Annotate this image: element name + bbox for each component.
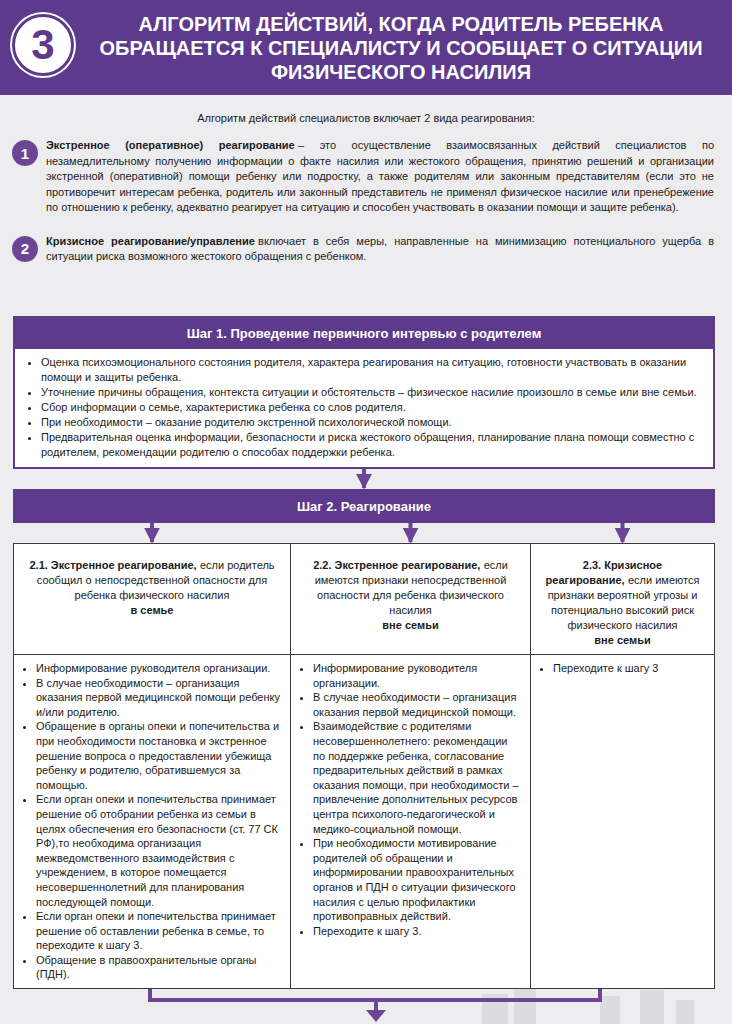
bullet-item: В случае необходимости – организация ока…: [313, 690, 522, 719]
column-scope: в семье: [22, 603, 282, 618]
bullet-item: Взаимодействие с родителями несовершенно…: [313, 719, 522, 836]
bullet-list: Информирование руководителя организации.…: [291, 655, 530, 944]
list-number: 1: [21, 145, 29, 162]
bracket-arrowhead: [366, 1010, 386, 1022]
bullet-item: В случае необходимости – организация ока…: [36, 676, 282, 720]
list-number-circle: 1: [12, 140, 38, 166]
bullet-item: Если орган опеки и попечительства приним…: [36, 792, 282, 909]
bullet-item: Информирование руководителя организации.: [36, 661, 282, 676]
step-heading: Шаг 1. Проведение первичного интервью с …: [15, 318, 713, 349]
bullet-item: Если орган опеки и попечительства приним…: [36, 909, 282, 953]
step-box: Шаг 1. Проведение первичного интервью с …: [13, 316, 715, 469]
bullet-item: Информирование руководителя организации.: [313, 661, 522, 690]
bullet-item: При необходимости мотивирование родителе…: [313, 836, 522, 924]
step-number: 3: [31, 21, 54, 69]
list-number: 2: [21, 240, 29, 257]
bullet-item: Переходите к шагу 3.: [313, 924, 522, 939]
column-scope: вне семьи: [539, 633, 706, 648]
step-number-circle: 3: [12, 14, 74, 76]
bullet-item: Обращение в органы опеки и попечительств…: [36, 719, 282, 792]
bullet-list: Оценка психоэмоционального состояния род…: [15, 349, 713, 467]
response-column: 2.3. Кризисное реагирование,если имеются…: [530, 543, 715, 989]
bullet-item: Оценка психоэмоционального состояния род…: [41, 355, 703, 385]
term: Кризисное реагирование/управление: [46, 235, 255, 247]
bottom-bracket: [150, 989, 600, 1022]
bullet-item: Уточнение причины обращения, контекста с…: [41, 385, 703, 400]
response-column: 2.2. Экстренное реагирование,если имеютс…: [290, 543, 531, 989]
column-scope: вне семьи: [299, 618, 522, 633]
bullet-item: Переходите к шагу 3: [553, 661, 706, 676]
column-header: 2.2. Экстренное реагирование,если имеютс…: [291, 544, 530, 655]
flow-arrow: [409, 523, 413, 542]
column-title: 2.2. Экстренное реагирование,: [313, 559, 480, 571]
background-bars: [482, 986, 694, 1024]
column-header: 2.3. Кризисное реагирование,если имеются…: [531, 544, 714, 655]
flow-arrow: [150, 523, 154, 542]
step-band: Шаг 2. Реагирование: [13, 489, 715, 523]
column-title: 2.1. Экстренное реагирование,: [29, 559, 196, 571]
list-number-circle: 2: [12, 236, 38, 262]
title: АЛГОРИТМ ДЕЙСТВИЙ, КОГДА РОДИТЕЛЬ РЕБЕНК…: [96, 12, 706, 84]
flow-arrow: [621, 523, 625, 542]
bullet-list: Информирование руководителя организации.…: [14, 655, 290, 988]
intro-text: Алгоритм действий специалистов включает …: [0, 111, 732, 126]
definition-paragraph: Кризисное реагирование/управлениевключае…: [46, 234, 714, 265]
definition-paragraph: Экстренное (оперативное) реагирование– э…: [46, 138, 714, 216]
bullet-item: Обращение в правоохранительные органы (П…: [36, 953, 282, 982]
column-body: Информирование руководителя организации.…: [291, 655, 530, 988]
bullet-item: Предварительная оценка информации, безоп…: [41, 430, 703, 460]
bullet-item: Сбор информации о семье, характеристика …: [41, 400, 703, 415]
column-body: Переходите к шагу 3: [531, 655, 714, 988]
column-body: Информирование руководителя организации.…: [14, 655, 290, 988]
header-band: АЛГОРИТМ ДЕЙСТВИЙ, КОГДА РОДИТЕЛЬ РЕБЕНК…: [0, 0, 732, 95]
term: Экстренное (оперативное) реагирование: [46, 139, 295, 151]
bullet-list: Переходите к шагу 3: [531, 655, 714, 682]
response-column: 2.1. Экстренное реагирование,если родите…: [13, 543, 291, 989]
bullet-item: При необходимости – оказание родителю эк…: [41, 415, 703, 430]
flow-arrow: [362, 469, 366, 488]
step-heading: Шаг 2. Реагирование: [297, 499, 431, 514]
column-header: 2.1. Экстренное реагирование,если родите…: [14, 544, 290, 655]
